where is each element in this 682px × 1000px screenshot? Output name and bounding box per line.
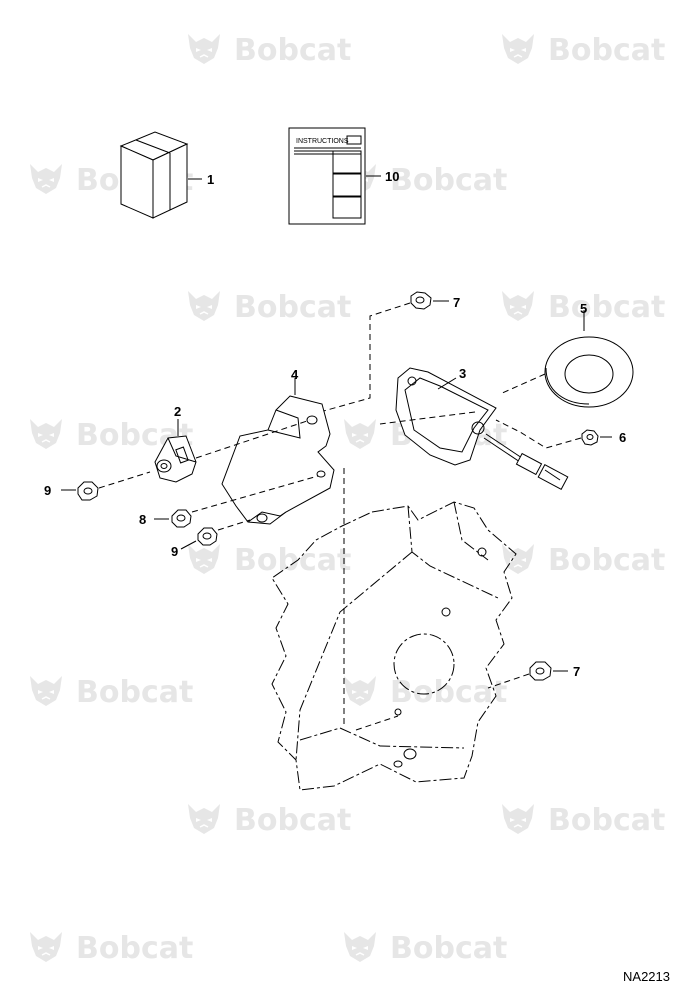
callout-4: 4 — [291, 367, 299, 382]
bobcat-logo-icon — [187, 543, 221, 575]
callout-1: 1 — [207, 172, 214, 187]
bobcat-logo-icon — [343, 675, 377, 707]
nut-part-8 — [171, 509, 192, 528]
leader-line — [180, 540, 197, 550]
watermark-text: Bobcat — [390, 163, 507, 198]
watermark-text: Bobcat — [548, 803, 665, 838]
bobcat-logo-icon — [29, 163, 63, 195]
assembly-line — [195, 419, 311, 459]
assembly-line — [217, 519, 251, 531]
bobcat-logo-icon — [187, 290, 221, 322]
callout-3: 3 — [459, 366, 466, 381]
bobcat-logo-icon — [187, 803, 221, 835]
kit-box-part — [119, 131, 189, 219]
bobcat-logo-icon — [29, 675, 63, 707]
watermark-text: Bobcat — [390, 931, 507, 966]
watermark-text: Bobcat — [548, 543, 665, 578]
nut-part-7-top — [410, 291, 432, 310]
nut-part-6 — [581, 429, 599, 446]
bobcat-logo-icon — [187, 33, 221, 65]
leader-line — [437, 377, 457, 390]
assembly-line — [98, 471, 151, 489]
callout-5: 5 — [580, 301, 587, 316]
nut-part-7-lower — [529, 661, 552, 681]
assembly-line — [487, 673, 530, 689]
instruction-sheet-part: INSTRUCTIONS — [288, 127, 366, 225]
drawing-number: NA2213 — [623, 969, 670, 984]
watermark-text: Bobcat — [548, 33, 665, 68]
assembly-line — [379, 411, 476, 425]
watermark-text: Bobcat — [76, 675, 193, 710]
watermark-text: Bobcat — [548, 290, 665, 325]
bobcat-logo-icon — [501, 33, 535, 65]
clamp-part — [154, 435, 197, 483]
nut-part-9-upper — [77, 481, 99, 501]
bobcat-logo-icon — [501, 803, 535, 835]
callout-7-top: 7 — [453, 295, 460, 310]
callout-7-lower: 7 — [573, 664, 580, 679]
callout-9-upper: 9 — [44, 483, 51, 498]
sensor-part — [395, 367, 569, 490]
assembly-line — [319, 302, 411, 413]
assembly-line — [499, 373, 546, 395]
watermark-text: Bobcat — [234, 543, 351, 578]
bobcat-logo-icon — [501, 543, 535, 575]
watermark-text: Bobcat — [234, 803, 351, 838]
bobcat-logo-icon — [29, 931, 63, 963]
bobcat-logo-icon — [343, 931, 377, 963]
grommet-ring-part — [544, 336, 634, 408]
bobcat-logo-icon — [343, 418, 377, 450]
callout-6: 6 — [619, 430, 626, 445]
mounting-bracket-part — [221, 395, 335, 525]
callout-8: 8 — [139, 512, 146, 527]
callout-2: 2 — [174, 404, 181, 419]
callout-10: 10 — [385, 169, 399, 184]
bobcat-logo-icon — [29, 418, 63, 450]
instructions-header: INSTRUCTIONS — [296, 138, 349, 145]
watermark-text: Bobcat — [234, 33, 351, 68]
bobcat-logo-icon — [501, 290, 535, 322]
callout-9-lower: 9 — [171, 544, 178, 559]
watermark-text: Bobcat — [76, 931, 193, 966]
assembly-line — [191, 475, 319, 513]
machine-frame-phantom — [271, 468, 517, 791]
nut-part-9-lower — [197, 527, 218, 546]
assembly-line — [495, 419, 582, 449]
watermark-text: Bobcat — [234, 290, 351, 325]
